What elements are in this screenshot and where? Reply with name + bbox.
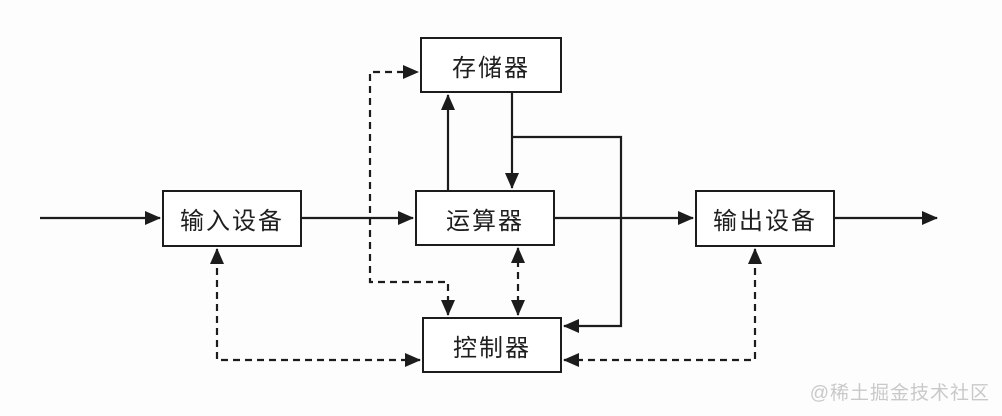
node-memory-label: 存储器 bbox=[452, 54, 530, 82]
node-alu-label: 运算器 bbox=[446, 207, 524, 235]
node-output-device: 输出设备 bbox=[695, 190, 835, 247]
node-controller-label: 控制器 bbox=[453, 334, 531, 362]
node-input-device: 输入设备 bbox=[162, 190, 302, 247]
edge-controller-output bbox=[563, 248, 762, 367]
watermark: @稀土掘金技术社区 bbox=[809, 383, 990, 404]
edge-controller-input bbox=[210, 248, 421, 367]
node-alu: 运算器 bbox=[415, 190, 555, 246]
node-input-device-label: 输入设备 bbox=[180, 208, 284, 235]
node-controller: 控制器 bbox=[422, 317, 562, 373]
node-memory: 存储器 bbox=[420, 37, 562, 93]
node-output-device-label: 输出设备 bbox=[713, 208, 817, 235]
